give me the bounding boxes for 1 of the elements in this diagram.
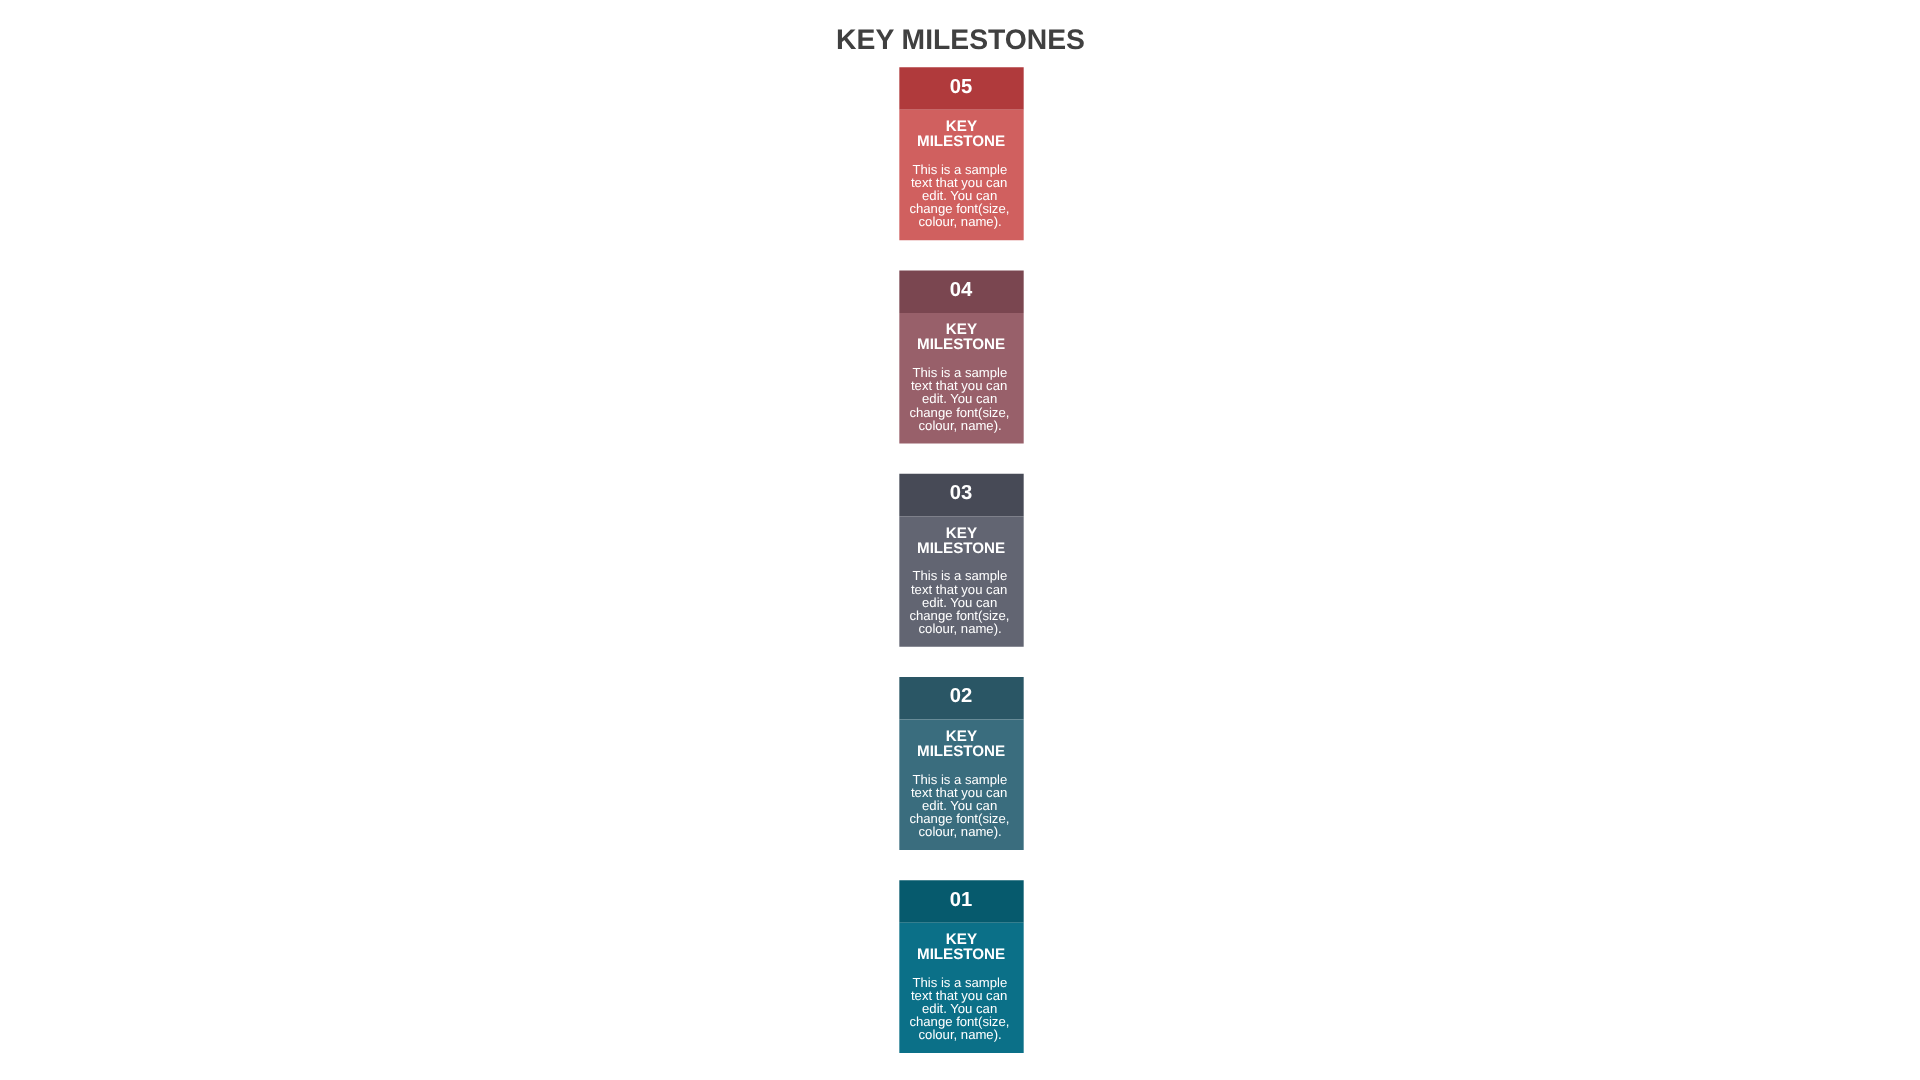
diagram-title: KEY MILESTONES <box>835 23 1084 56</box>
